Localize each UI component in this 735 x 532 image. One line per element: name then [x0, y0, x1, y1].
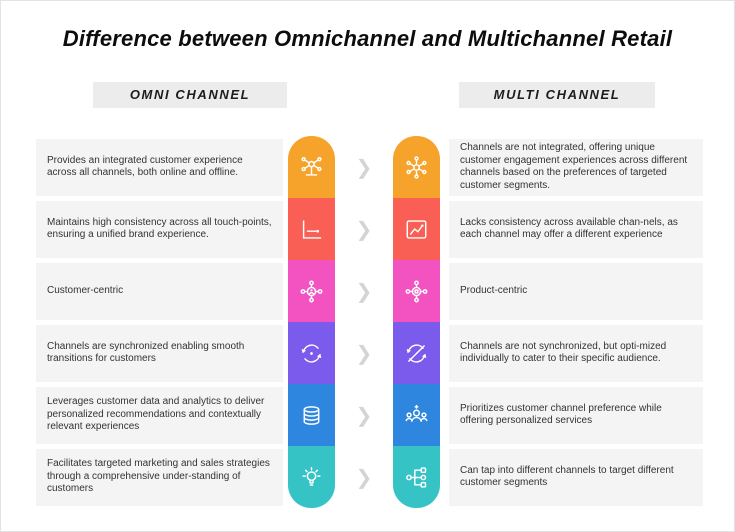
chevron-right-icon: ❯ — [355, 155, 373, 179]
column-headers: OMNI CHANNEL MULTI CHANNEL — [1, 82, 734, 108]
multi-text: Product-centric — [449, 262, 703, 320]
customer-preference-icon — [403, 402, 430, 429]
omni-icon-cell — [288, 446, 335, 508]
chevron-right-icon: ❯ — [355, 279, 373, 303]
product-centric-icon — [403, 278, 430, 305]
multi-text: Lacks consistency across available chan-… — [449, 200, 703, 258]
multi-text: Can tap into different channels to targe… — [449, 448, 703, 506]
multi-icon-cell — [393, 260, 440, 322]
customer-centric-icon — [298, 278, 325, 305]
omni-icon-cell — [288, 260, 335, 322]
trend-chart-icon — [403, 216, 430, 243]
flat-chart-icon — [298, 216, 325, 243]
page-title: Difference between Omnichannel and Multi… — [62, 26, 673, 51]
not-synchronized-icon — [403, 340, 430, 367]
separate-channels-icon — [403, 154, 430, 181]
chevron-right-icon: ❯ — [355, 403, 373, 427]
omni-icon-cell — [288, 322, 335, 384]
column-header-omni: OMNI CHANNEL — [93, 82, 287, 108]
omni-text: Customer-centric — [36, 262, 283, 320]
omni-icon-cell — [288, 198, 335, 260]
multi-text: Channels are not integrated, offering un… — [449, 138, 703, 196]
omni-icon-cell — [288, 384, 335, 446]
connected-channels-icon — [298, 154, 325, 181]
multi-icon-cell — [393, 446, 440, 508]
omni-icon-cell — [288, 136, 335, 198]
comparison-row: Customer-centric ❯ — [1, 260, 734, 322]
omni-text: Facilitates targeted marketing and sales… — [36, 448, 283, 506]
comparison-row: Leverages customer data and analytics to… — [1, 384, 734, 446]
channel-network-icon — [403, 464, 430, 491]
comparison-row: Provides an integrated customer experien… — [1, 136, 734, 198]
omni-text: Provides an integrated customer experien… — [36, 138, 283, 196]
omni-text: Maintains high consistency across all to… — [36, 200, 283, 258]
comparison-rows: Provides an integrated customer experien… — [1, 136, 734, 508]
comparison-row: Facilitates targeted marketing and sales… — [1, 446, 734, 508]
column-header-multi: MULTI CHANNEL — [459, 82, 655, 108]
multi-text: Channels are not synchronized, but opti-… — [449, 324, 703, 382]
omni-text: Channels are synchronized enabling smoot… — [36, 324, 283, 382]
multi-icon-cell — [393, 384, 440, 446]
omni-text: Leverages customer data and analytics to… — [36, 386, 283, 444]
multi-icon-cell — [393, 322, 440, 384]
data-stack-icon — [298, 402, 325, 429]
targeted-idea-icon — [298, 464, 325, 491]
multi-text: Prioritizes customer channel preference … — [449, 386, 703, 444]
multi-icon-cell — [393, 136, 440, 198]
chevron-right-icon: ❯ — [355, 465, 373, 489]
chevron-right-icon: ❯ — [355, 217, 373, 241]
comparison-row: Maintains high consistency across all to… — [1, 198, 734, 260]
synchronized-icon — [298, 340, 325, 367]
chevron-right-icon: ❯ — [355, 341, 373, 365]
multi-icon-cell — [393, 198, 440, 260]
comparison-row: Channels are synchronized enabling smoot… — [1, 322, 734, 384]
